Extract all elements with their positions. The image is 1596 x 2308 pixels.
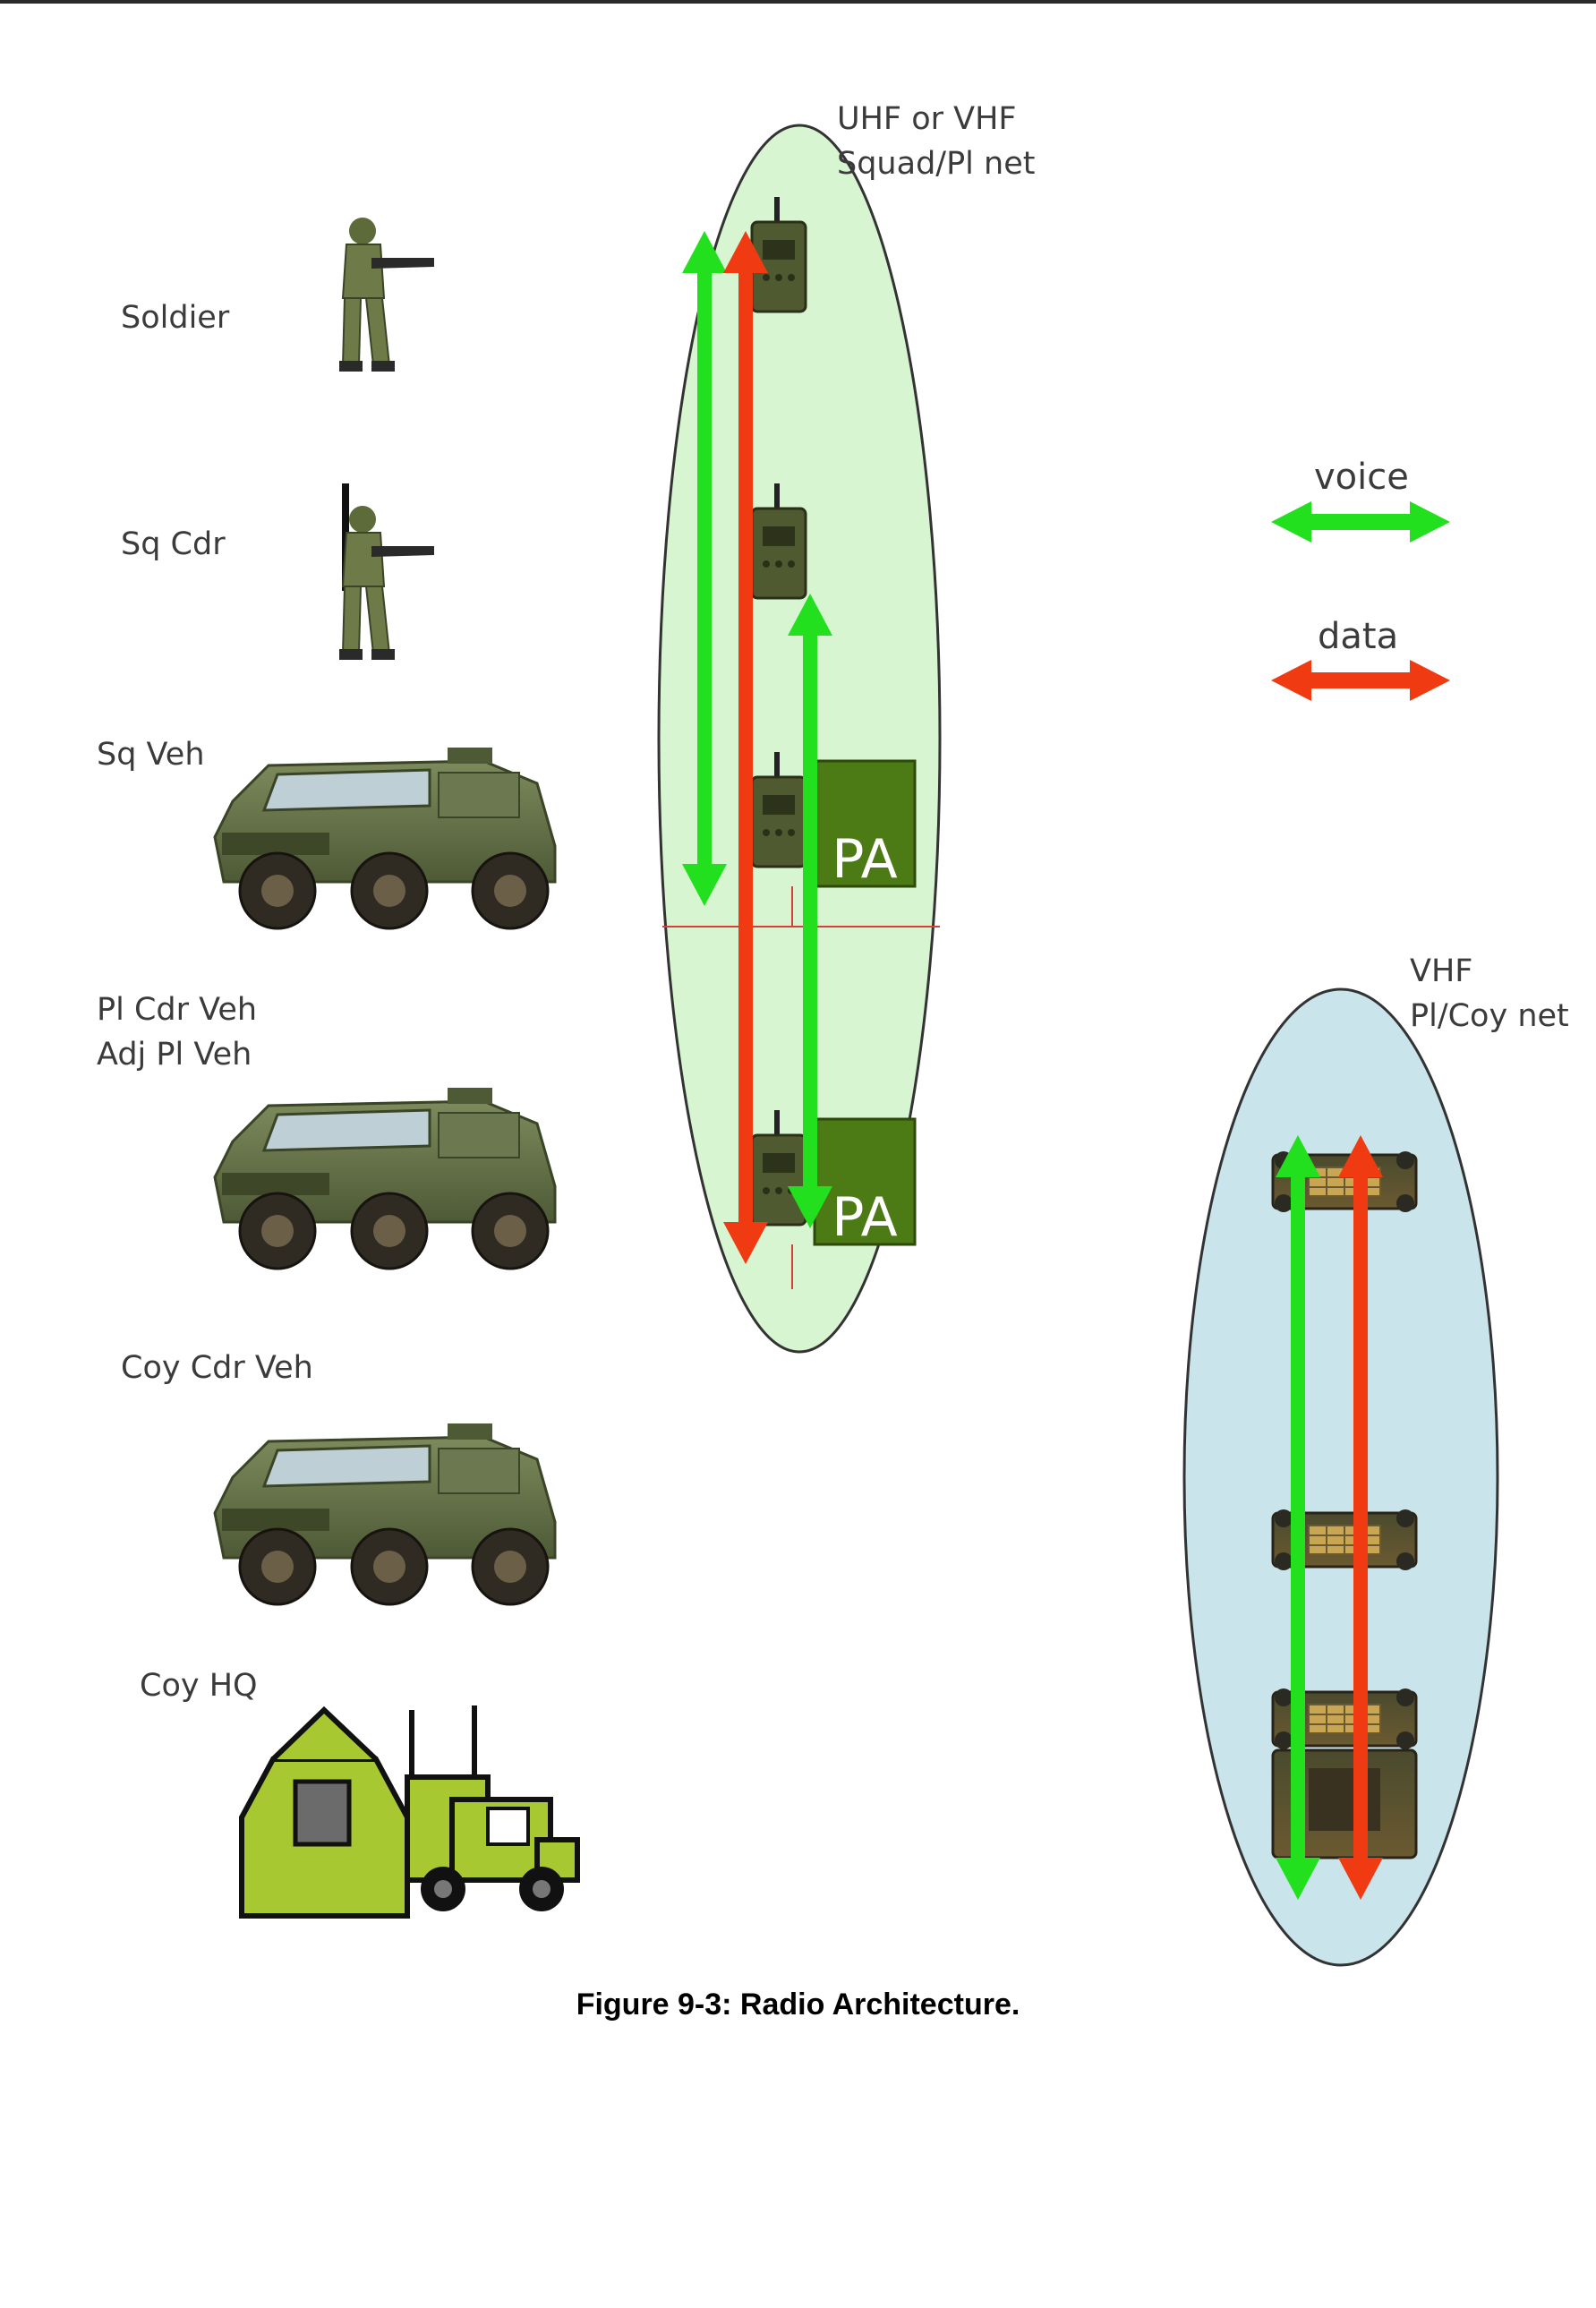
top-rule <box>0 0 1596 4</box>
squad-vehicle-label: Sq Veh <box>97 737 205 773</box>
power-amplifier-label: PA <box>832 1186 897 1249</box>
coy-net-ellipse <box>1182 987 1499 1967</box>
power-amplifier-box <box>813 1117 917 1246</box>
squad-vehicle-icon <box>213 746 557 930</box>
company-commander-vehicle-icon <box>213 1422 557 1606</box>
soldier-icon <box>338 217 435 372</box>
company-commander-vehicle-label: Coy Cdr Veh <box>121 1350 313 1386</box>
platoon-commander-vehicle-icon <box>213 1086 557 1270</box>
company-hq-icon <box>239 1705 580 1919</box>
figure-caption: Figure 9-3: Radio Architecture. <box>576 1987 1020 2022</box>
coy-data-arrow <box>1338 1135 1383 1900</box>
squad-voice-arrow-lower <box>788 594 832 1228</box>
coy-net-band-label: VHF <box>1410 953 1473 989</box>
squad-commander-label: Sq Cdr <box>121 526 226 562</box>
platoon-commander-vehicle-label: Pl Cdr Veh <box>97 992 258 1028</box>
squad-commander-icon <box>338 483 435 661</box>
squad-voice-arrow <box>682 231 727 906</box>
coy-net-name-label: Pl/Coy net <box>1410 998 1569 1034</box>
power-amplifier-label: PA <box>832 828 897 891</box>
squad-data-arrow <box>723 231 768 1264</box>
squad-net-band-label: UHF or VHF <box>837 101 1017 137</box>
squad-net-ellipse <box>657 124 942 1354</box>
squad-net-name-label: Squad/Pl net <box>837 146 1036 182</box>
legend-data-label: data <box>1318 616 1399 657</box>
vehicle-radio-stack-icon <box>1271 1687 1418 1859</box>
soldier-label: Soldier <box>121 300 230 336</box>
legend-voice-arrow <box>1271 501 1450 543</box>
coy-voice-arrow <box>1276 1135 1320 1900</box>
legend-voice-label: voice <box>1314 457 1409 498</box>
company-hq-label: Coy HQ <box>140 1668 258 1704</box>
adjutant-platoon-vehicle-label: Adj Pl Veh <box>97 1037 252 1073</box>
legend-data-arrow <box>1271 660 1450 701</box>
